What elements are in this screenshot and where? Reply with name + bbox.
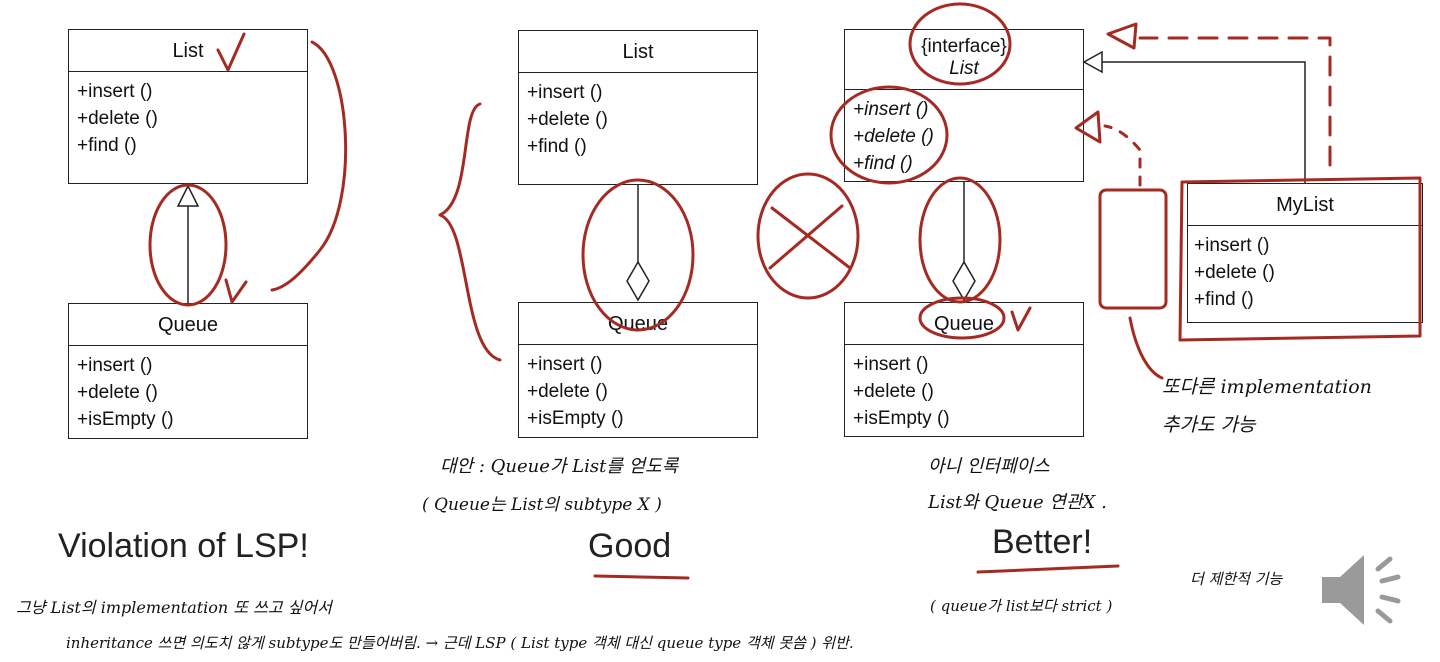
uml-class-queue-child: Queue +insert () +delete () +isEmpty () (68, 303, 308, 439)
uml-class-list-whole: List +insert () +delete () +find () (518, 30, 758, 185)
class-name: Queue (845, 303, 1083, 345)
method: +isEmpty () (853, 408, 950, 429)
method: +find () (1194, 289, 1254, 310)
class-name: Queue (519, 303, 757, 345)
method: +insert () (527, 354, 603, 375)
method: +insert () (77, 81, 153, 102)
method: +insert () (77, 355, 153, 376)
method: +insert () (853, 99, 929, 120)
uml-class-list-parent: List +insert () +delete () +find () (68, 29, 308, 184)
aggregation-connector (626, 185, 650, 302)
method: +insert () (1194, 235, 1270, 256)
method: +delete () (77, 108, 158, 129)
uml-class-queue-better: Queue +insert () +delete () +isEmpty () (844, 302, 1084, 437)
method: +find () (853, 153, 913, 174)
caption-better: Better! (992, 523, 1093, 561)
method-list: +insert () +delete () +find () (69, 72, 307, 159)
note-bottom-line1: 그냥 List의 implementation 또 쓰고 싶어서 (16, 598, 332, 617)
method: +delete () (853, 381, 934, 402)
method: +delete () (77, 382, 158, 403)
note-good-alternative: 대안 : Queue가 List를 얻도록 (440, 456, 679, 477)
method: +delete () (853, 126, 934, 147)
method: +find () (77, 135, 137, 156)
interface-header: {interface} List (845, 30, 1083, 90)
realization-arrow (1082, 50, 1306, 183)
note-restrictive: 더 제한적 기능 (1190, 570, 1283, 588)
method: +delete () (527, 109, 608, 130)
class-name: List (519, 31, 757, 73)
method: +isEmpty () (77, 409, 174, 430)
note-better-relation: List와 Queue 연관X . (928, 492, 1107, 513)
note-strict: ( queue가 list보다 strict ) (930, 597, 1113, 615)
speaker-icon[interactable] (1318, 545, 1418, 635)
class-name: List (949, 58, 979, 79)
aggregation-connector (952, 182, 976, 302)
uml-class-mylist: MyList +insert () +delete () +find () (1187, 183, 1423, 323)
class-name: MyList (1188, 184, 1422, 226)
caption-good: Good (588, 527, 672, 565)
method-list: +insert () +delete () +isEmpty () (69, 346, 307, 433)
note-good-subtype: ( Queue는 List의 subtype X ) (422, 495, 662, 515)
method: +isEmpty () (527, 408, 624, 429)
note-addable: 추가도 가능 (1162, 414, 1256, 436)
class-name: List (69, 30, 307, 72)
caption-violation: Violation of LSP! (58, 527, 309, 565)
note-better-interface: 아니 인터페이스 (928, 456, 1050, 477)
method: +delete () (527, 381, 608, 402)
uml-class-queue-part: Queue +insert () +delete () +isEmpty () (518, 302, 758, 438)
method: +insert () (527, 82, 603, 103)
method: +find () (527, 136, 587, 157)
class-name: Queue (69, 304, 307, 346)
method-list: +insert () +delete () +find () (519, 73, 757, 160)
generalization-arrow (176, 184, 200, 303)
method-list: +insert () +delete () +find () (1188, 226, 1422, 313)
note-bottom-line2: inheritance 쓰면 의도치 않게 subtype도 만들어버림. → … (66, 634, 854, 652)
method: +delete () (1194, 262, 1275, 283)
stereotype-label: {interface} (921, 36, 1007, 57)
uml-interface-list: {interface} List +insert () +delete () +… (844, 29, 1084, 182)
method-list: +insert () +delete () +isEmpty () (519, 345, 757, 432)
method: +insert () (853, 354, 929, 375)
method-list: +insert () +delete () +find () (845, 90, 1083, 177)
note-another-implementation: 또다른 implementation (1162, 376, 1372, 398)
method-list: +insert () +delete () +isEmpty () (845, 345, 1083, 432)
